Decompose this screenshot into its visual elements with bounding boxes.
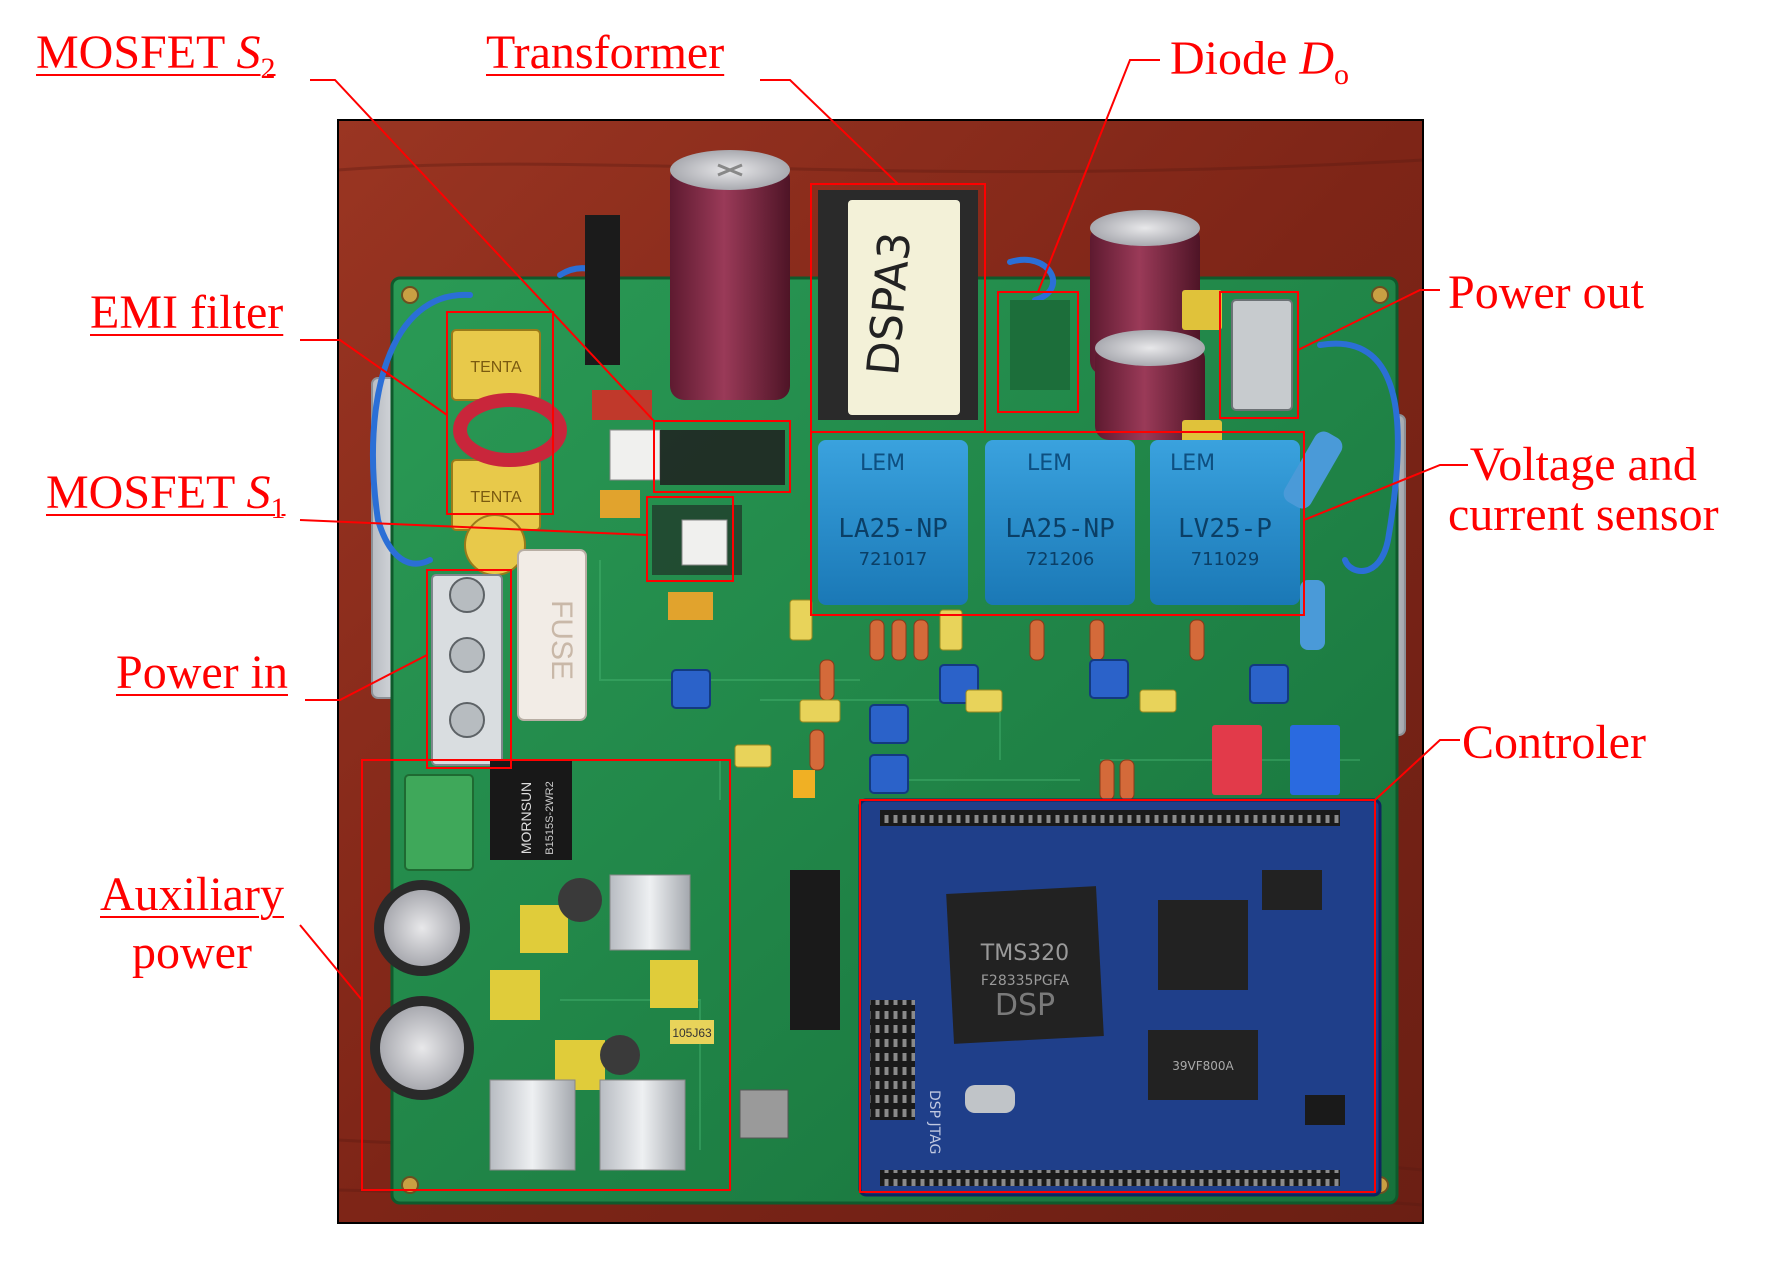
fuse-holder: FUSE (517, 549, 587, 721)
output-capacitors (1090, 210, 1205, 440)
sensor-2-brand: LEM (1027, 451, 1072, 476)
leader-aux-power (299, 924, 363, 1001)
leader-mosfet-s2 (310, 79, 655, 422)
logic-ic (790, 870, 840, 1030)
bulk-capacitor (670, 150, 790, 400)
output-diode-area (1010, 300, 1070, 390)
annotation-boxes (361, 183, 1376, 1193)
photo-frame (337, 119, 1424, 1224)
label-voltage-current-sensor: Voltage and current sensor (1448, 438, 1719, 542)
sensor-1-model: LA25-NP (838, 514, 948, 544)
leader-transformer (760, 79, 899, 185)
leader-lines (299, 59, 1468, 1001)
dcdc-model: B1515S-2WR2 (544, 781, 556, 854)
transformer-body: DSPA3 (818, 190, 978, 420)
leader-power-in (305, 654, 428, 701)
dcdc-brand: MORNSUN (518, 782, 534, 854)
label-sensor-line1: Voltage and (1469, 438, 1697, 491)
yellow-film-caps (734, 599, 1177, 768)
box-aux-power (361, 759, 731, 1191)
lem-sensor-2: LEM LA25-NP 721206 (985, 440, 1135, 605)
x-cap-2-brand: TENTA (470, 489, 522, 506)
box-emi-filter (446, 311, 554, 515)
sensor-3-serial: 711029 (1191, 549, 1260, 570)
leader-power-out (1297, 289, 1440, 351)
mosfet-s2-area (592, 390, 785, 485)
box-power-out (1219, 291, 1299, 419)
flash-chip-label: 39VF800A (1172, 1059, 1234, 1073)
label-emi-filter: EMI filter (90, 286, 284, 339)
x-cap-1-brand: TENTA (470, 359, 522, 376)
reset-button-body (739, 1089, 789, 1139)
power-out-terminal (1231, 299, 1293, 411)
sensor-1-brand: LEM (860, 451, 905, 476)
box-mosfet-s1 (646, 496, 734, 582)
mosfet-s1-area (600, 490, 742, 620)
emi-filter-components: TENTA TENTA (451, 329, 567, 576)
aux-power-components: MORNSUN B1515S-2WR2 105J63 (370, 760, 714, 1171)
label-aux-line1: Auxiliary (100, 868, 284, 921)
sensor-3-model: LV25-P (1178, 514, 1272, 544)
leader-emi-filter (300, 339, 448, 416)
label-transformer: Transformer (486, 26, 725, 79)
sensor-3-brand: LEM (1170, 451, 1215, 476)
dsp-part-label: F28335PGFA (981, 973, 1070, 989)
label-power-in: Power in (116, 646, 288, 699)
leader-mosfet-s1 (299, 519, 648, 536)
label-aux-line2: power (132, 926, 252, 980)
box-controller (859, 799, 1376, 1193)
dsp-brand-label: DSP (995, 988, 1055, 1023)
label-diode-do: Diode Do (1170, 32, 1349, 91)
leader-sensors (1303, 464, 1468, 521)
dsp-chip-label: TMS320 (980, 941, 1069, 966)
jtag-label: DSP JTAG (926, 1090, 942, 1154)
cap-code-label: 105J63 (672, 1026, 712, 1040)
black-heatsink-to220 (585, 215, 620, 365)
power-in-terminal-block (431, 574, 503, 766)
lem-sensor-3: LEM LV25-P 711029 (1150, 440, 1300, 605)
label-power-out: Power out (1448, 266, 1644, 319)
dsp-controller-board: TMS320 F28335PGFA DSP 39VF800A DSP JTAG (858, 798, 1382, 1197)
box-sensors (810, 431, 1305, 616)
power-resistor (1283, 431, 1343, 650)
jumper-yellow (793, 770, 815, 798)
label-auxiliary-power: Auxiliary power (100, 868, 284, 980)
sensor-2-serial: 721206 (1026, 549, 1095, 570)
label-sensor-line2: current sensor (1448, 488, 1719, 542)
signal-inductors (809, 619, 1205, 801)
leader-controller (1374, 739, 1460, 801)
sensor-1-serial: 721017 (859, 549, 928, 570)
lem-sensor-1: LEM LA25-NP 721017 (818, 440, 968, 605)
fuse-label: FUSE (545, 600, 578, 680)
dip-switches (1212, 725, 1340, 795)
sensor-2-model: LA25-NP (1005, 514, 1115, 544)
transformer-tag: DSPA3 (858, 230, 921, 378)
box-mosfet-s2 (653, 420, 791, 493)
box-power-in (426, 569, 512, 769)
label-controler: Controler (1462, 716, 1646, 769)
label-mosfet-s2: MOSFET S2 (36, 26, 276, 85)
leader-diode-do (1037, 59, 1160, 293)
label-mosfet-s1: MOSFET S1 (46, 466, 286, 525)
